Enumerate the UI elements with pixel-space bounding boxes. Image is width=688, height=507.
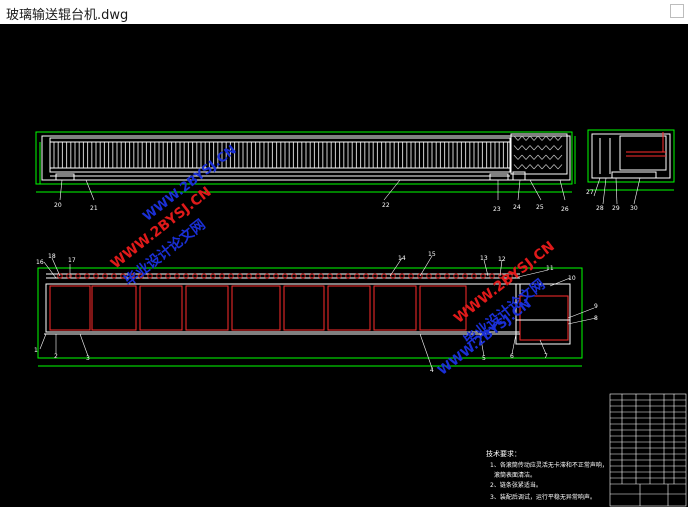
label-22: 22 xyxy=(382,202,390,209)
label-15: 15 xyxy=(428,251,436,258)
front-view: 16 18 17 1 2 3 14 15 13 12 11 10 9 8 7 6… xyxy=(34,251,598,374)
label-3: 3 xyxy=(86,355,90,362)
label-11: 11 xyxy=(546,265,554,272)
notes-item-2: 滚筒表面清洁。 xyxy=(494,471,536,479)
label-25: 25 xyxy=(536,204,544,211)
label-27: 27 xyxy=(586,189,594,196)
notes-item-3: 2、链条张紧适当。 xyxy=(490,481,542,489)
label-20: 20 xyxy=(54,202,62,209)
label-18: 18 xyxy=(48,253,56,260)
label-29: 29 xyxy=(612,205,620,212)
label-26: 26 xyxy=(561,206,569,213)
title-bar: 玻璃输送辊台机.dwg xyxy=(0,0,688,25)
notes-item-1: 1、各滚筒传动应灵活无卡滞和不正常声响， xyxy=(490,461,608,469)
watermark-group-3: WWW.2BYSJ.CN 毕业设计论文网 xyxy=(451,239,558,350)
window-title: 玻璃输送辊台机.dwg xyxy=(6,8,129,23)
label-28: 28 xyxy=(596,205,604,212)
label-24: 24 xyxy=(513,204,521,211)
side-view: 27 28 29 30 xyxy=(586,129,675,212)
label-6: 6 xyxy=(510,353,514,360)
label-2: 2 xyxy=(54,353,58,360)
drawing-svg: 20 21 22 23 24 25 26 2 xyxy=(34,129,687,507)
label-17: 17 xyxy=(68,257,76,264)
label-10: 10 xyxy=(568,275,576,282)
window-control-button[interactable] xyxy=(670,4,684,18)
label-14: 14 xyxy=(398,255,406,262)
label-7: 7 xyxy=(544,353,548,360)
top-view: 20 21 22 23 24 25 26 xyxy=(35,131,576,213)
label-9: 9 xyxy=(594,303,598,310)
title-block xyxy=(609,393,687,507)
technical-notes: 技术要求： 1、各滚筒传动应灵活无卡滞和不正常声响， 滚筒表面清洁。 2、链条张… xyxy=(486,449,608,501)
label-23: 23 xyxy=(493,206,501,213)
label-4: 4 xyxy=(430,367,434,374)
label-5: 5 xyxy=(482,355,486,362)
label-8: 8 xyxy=(594,315,598,322)
notes-item-4: 3、装配后调试，运行平稳无异常响声。 xyxy=(490,493,596,501)
label-13: 13 xyxy=(480,255,488,262)
label-21: 21 xyxy=(90,205,98,212)
label-12: 12 xyxy=(498,256,506,263)
label-30: 30 xyxy=(630,205,638,212)
label-1: 1 xyxy=(34,347,38,354)
cad-drawing-canvas[interactable]: 20 21 22 23 24 25 26 2 xyxy=(0,24,688,507)
label-16: 16 xyxy=(36,259,44,266)
notes-heading: 技术要求： xyxy=(486,449,521,458)
